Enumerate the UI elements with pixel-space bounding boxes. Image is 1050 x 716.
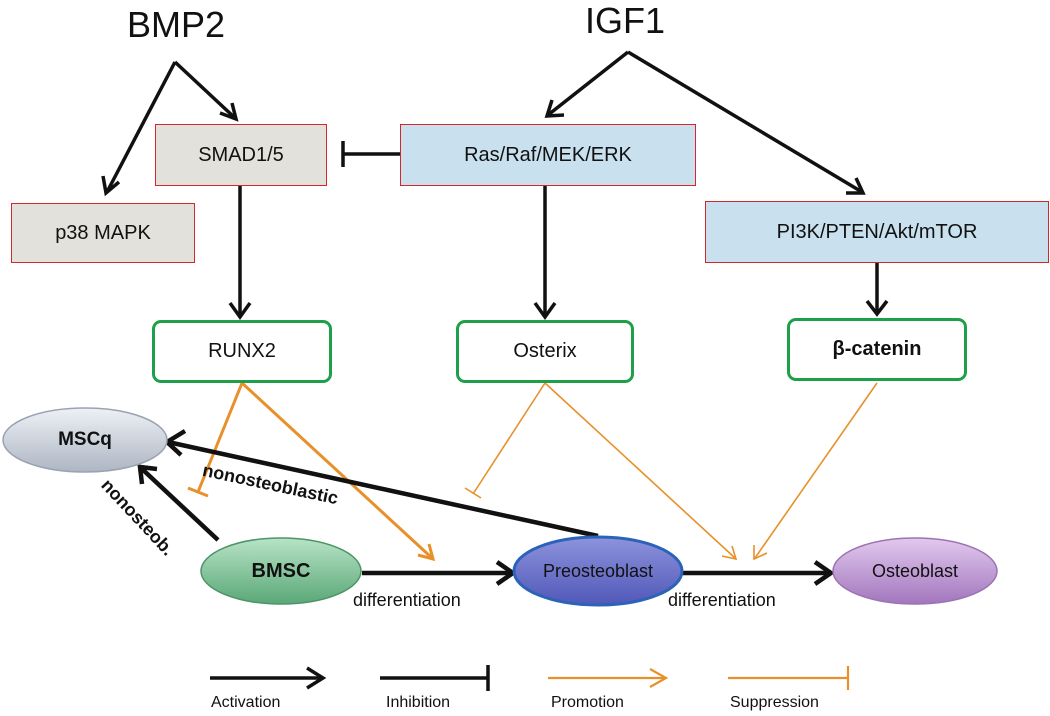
- inhibition-ras-to-smad: [341, 141, 400, 167]
- igf1-label: IGF1: [585, 0, 666, 41]
- legend-promotion-symbol: [548, 668, 669, 688]
- bmsc-label: BMSC: [251, 559, 311, 582]
- legend-suppression-label: Suppression: [730, 694, 819, 711]
- arrow-preosteoblast-to-osteoblast: [682, 560, 835, 586]
- osteoblast-ellipse: [832, 537, 998, 605]
- arrow-igf1-to-pi3k: [627, 50, 866, 195]
- arrow-pi3k-to-catenin: [865, 262, 889, 317]
- smad-box: SMAD1/5: [155, 124, 327, 186]
- legend-inhibition-label: Inhibition: [386, 694, 451, 711]
- arrow-bmp2-to-smad: [173, 60, 239, 122]
- bmsc-ellipse: [200, 537, 362, 605]
- mscq-ellipse: [2, 407, 168, 473]
- arrow-bmp2-to-p38: [101, 61, 177, 197]
- promotion-runx2: [240, 381, 436, 562]
- beta-catenin-box: β-catenin: [787, 318, 967, 381]
- osteoblast-label: Osteoblast: [871, 560, 959, 581]
- pi3k-pten-akt-mtor-box: PI3K/PTEN/Akt/mTOR: [705, 201, 1049, 263]
- suppression-runx2: [187, 382, 244, 498]
- preosteoblast-label: Preosteoblast: [542, 560, 654, 581]
- legend-promotion-label: Promotion: [551, 694, 624, 711]
- legend-inhibition-symbol: [380, 665, 490, 691]
- osterix-box: Osterix: [456, 320, 634, 383]
- arrow-bmsc-to-preosteoblast: [362, 560, 517, 586]
- arrow-smad-to-runx2: [228, 186, 252, 321]
- legend-activation-symbol: [210, 666, 327, 690]
- arrow-ras-to-osterix: [533, 186, 557, 321]
- legend-activation-label: Activation: [211, 694, 281, 711]
- differentiation-label-2: differentiation: [668, 590, 776, 610]
- arrow-igf1-to-ras: [544, 50, 630, 118]
- mscq-label: MSCq: [58, 429, 112, 450]
- legend-suppression-symbol: [728, 666, 850, 690]
- p38-mapk-box: p38 MAPK: [11, 203, 195, 263]
- preosteoblast-ellipse: [512, 535, 684, 607]
- runx2-box: RUNX2: [152, 320, 332, 383]
- ras-raf-mek-erk-box: Ras/Raf/MEK/ERK: [400, 124, 696, 186]
- bmp2-label: BMP2: [127, 4, 226, 45]
- promotion-catenin: [753, 382, 878, 561]
- differentiation-label-1: differentiation: [353, 590, 461, 610]
- promotion-osterix: [544, 382, 738, 561]
- suppression-osterix: [464, 382, 546, 499]
- arrow-bmsc-to-mscq: [137, 464, 220, 542]
